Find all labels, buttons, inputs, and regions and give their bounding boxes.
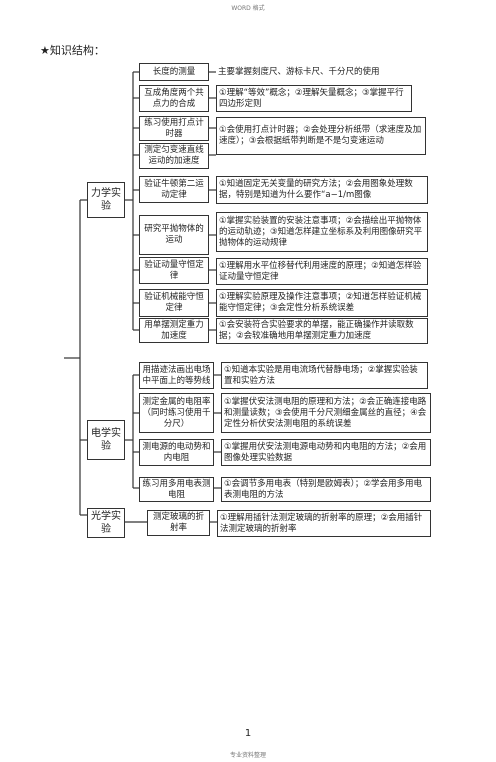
- page-header: WORD 格式: [231, 5, 265, 12]
- content-timer-acceleration: ①会使用打点计时器；②会处理分析纸带（求速度及加速度）；③会根据纸带判断是不是匀…: [216, 117, 426, 155]
- content-energy-conservation: ①理解实验原理及操作注意事项；②知道怎样验证机械能守恒定律；③会定性分析系统误差: [216, 289, 428, 317]
- content-length-measurement: 主要掌握刻度尺、游标卡尺、千分尺的使用: [216, 63, 406, 81]
- content-pendulum-gravity: ①会安装符合实验要求的单摆，能正确操作并读取数据；②会较准确地用单摆测定重力加速…: [216, 318, 428, 344]
- topic-newton-second-law: 验证牛顿第二运动定律: [139, 176, 209, 203]
- topic-glass-refraction: 测定玻璃的折射率: [147, 510, 210, 536]
- content-newton-second-law: ①知道固定无关变量的研究方法；②会用图象处理数据，特别是知道为什么要作“a−1/…: [216, 176, 428, 204]
- topic-pendulum-gravity: 用单摆测定重力加速度: [139, 318, 209, 343]
- topic-timer-practice: 练习使用打点计时器: [139, 116, 209, 141]
- content-emf-internal-resistance: ①掌握用伏安法测电源电动势和内电阻的方法；②会用图像处理实验数据: [221, 439, 431, 466]
- topic-resistivity: 测定金属的电阻率（同时练习使用千分尺）: [139, 393, 214, 433]
- content-equipotential-lines: ①知道本实验是用电流场代替静电场；②掌握实验装置和实验方法: [221, 362, 428, 389]
- topic-multimeter: 练习用多用电表测电阻: [139, 477, 214, 502]
- topic-equipotential-lines: 用描迹法画出电场中平面上的等势线: [139, 362, 214, 389]
- content-force-composition: ①理解“等效”概念；②理解矢量概念；③掌握平行四边形定则: [216, 85, 412, 112]
- content-multimeter: ①会调节多用电表（特别是欧姆表）；②学会用多用电表测电阻的方法: [221, 477, 431, 502]
- category-mechanics: 力学实验: [87, 182, 125, 218]
- topic-force-composition: 互成角度两个共点力的合成: [139, 85, 209, 112]
- category-electricity: 电学实验: [87, 420, 125, 460]
- content-projectile-motion: ①掌握实验装置的安装注意事项；②会描绘出平抛物体的运动轨迹；③知道怎样建立坐标系…: [216, 212, 428, 252]
- content-resistivity: ①掌握伏安法测电阻的原理和方法；②会正确连接电路和测量读数；③会使用千分尺测细金…: [221, 393, 431, 433]
- topic-length-measurement: 长度的测量: [139, 63, 209, 81]
- topic-projectile-motion: 研究平抛物体的运动: [139, 215, 209, 255]
- content-momentum-conservation: ①理解用水平位移替代利用速度的原理；②知道怎样验证动量守恒定律: [216, 258, 428, 285]
- category-optics: 光学实验: [87, 508, 125, 538]
- page-number: 1: [244, 728, 252, 739]
- page-footer: 专业资料整理: [229, 752, 266, 759]
- topic-acceleration: 测定匀变速直线运动的加速度: [139, 143, 209, 169]
- page-title: ★知识结构：: [40, 44, 105, 57]
- topic-momentum-conservation: 验证动量守恒定律: [139, 257, 209, 284]
- topic-emf-internal-resistance: 测电源的电动势和内电阻: [139, 439, 214, 466]
- content-glass-refraction: ①理解用插针法测定玻璃的折射率的原理；②会用插针法测定玻璃的折射率: [217, 510, 431, 537]
- topic-energy-conservation: 验证机械能守恒定律: [139, 289, 209, 317]
